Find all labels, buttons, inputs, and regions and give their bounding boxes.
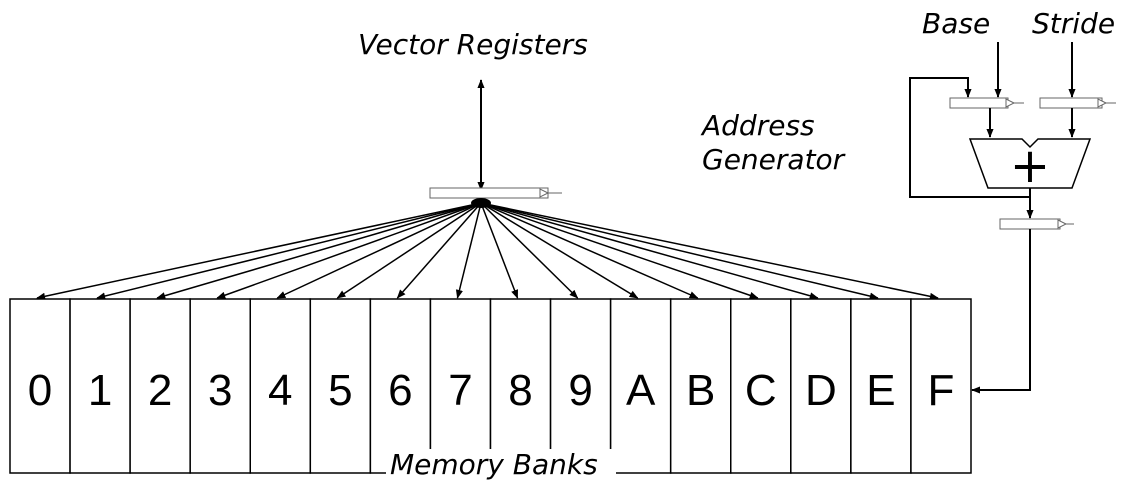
fanout-arrow-b: [480, 202, 699, 299]
memory-bank-label-6: 6: [388, 366, 412, 415]
fanout-arrow-f: [480, 202, 939, 300]
fanout-arrow-2: [156, 202, 482, 300]
memory-bank-3: [189, 298, 251, 474]
vector-register-latch: [429, 187, 562, 199]
memory-bank-a: [609, 298, 672, 474]
memory-bank-label-7: 7: [448, 366, 472, 415]
address-generator-label-line2: Generator: [702, 143, 846, 176]
base-latch: [949, 97, 1024, 109]
memory-banks-label-bg: [386, 449, 616, 479]
memory-bank-label-2: 2: [148, 366, 172, 415]
memory-bank-label-9: 9: [568, 366, 592, 415]
fanout-arrow-5: [336, 202, 482, 299]
memory-bank-label-c: C: [745, 366, 777, 415]
base-label: Base: [922, 7, 990, 40]
fanout-arrow-e: [480, 202, 879, 300]
memory-bank-label-0: 0: [28, 366, 52, 415]
fanout-arrow-9: [480, 202, 579, 299]
memory-bank-d: [790, 298, 852, 474]
memory-bank-7: [429, 298, 492, 474]
memory-bank-label-d: D: [805, 366, 837, 415]
memory-bank-label-e: E: [866, 366, 895, 415]
memory-bank-f: [910, 298, 972, 474]
memory-bank-e: [850, 298, 912, 474]
memory-bank-6: [369, 298, 432, 474]
memory-bank-b: [669, 298, 732, 474]
memory-bank-9: [549, 298, 612, 474]
fanout-arrow-7: [455, 202, 482, 299]
output-latch: [999, 218, 1074, 230]
memory-bank-2: [129, 298, 191, 474]
memory-bank-label-1: 1: [88, 366, 112, 415]
stride-latch: [1039, 97, 1116, 109]
memory-bank-0: [9, 298, 71, 474]
fanout-arrow-d: [480, 202, 819, 300]
fanout-arrow-3: [216, 202, 482, 299]
memory-bank-label-f: F: [928, 366, 955, 415]
adder-shape: [968, 138, 1092, 189]
memory-bank-5: [309, 298, 372, 474]
memory-bank-1: [69, 298, 131, 474]
memory-bank-label-b: B: [686, 366, 715, 415]
fanout-arrow-a: [480, 202, 639, 299]
fanout-arrow-8: [480, 202, 519, 299]
fanout-arrow-6: [396, 202, 482, 299]
vector-registers-label: Vector Registers: [358, 28, 588, 61]
memory-bank-c: [730, 298, 792, 474]
memory-bank-label-5: 5: [328, 366, 352, 415]
address-generator: +: [909, 42, 1116, 394]
memory-bank-label-3: 3: [208, 366, 232, 415]
feedback-loop: [909, 77, 1030, 198]
adder-plus: +: [1010, 138, 1050, 194]
fanout-arrows: [36, 202, 939, 300]
fanout-arrow-c: [480, 202, 759, 299]
address-generator-label-line1: Address: [700, 109, 815, 142]
memory-bank-label-4: 4: [268, 366, 292, 415]
fanout-arrow-4: [276, 202, 482, 299]
stride-label: Stride: [1032, 7, 1115, 40]
memory-banks-label: Memory Banks: [390, 448, 598, 481]
address-to-banks-arrow: [971, 229, 1031, 394]
fanout-arrow-1: [96, 202, 482, 300]
memory-bank-label-a: A: [626, 366, 656, 415]
memory-bank-label-8: 8: [508, 366, 532, 415]
fanout-arrow-0: [36, 202, 482, 300]
